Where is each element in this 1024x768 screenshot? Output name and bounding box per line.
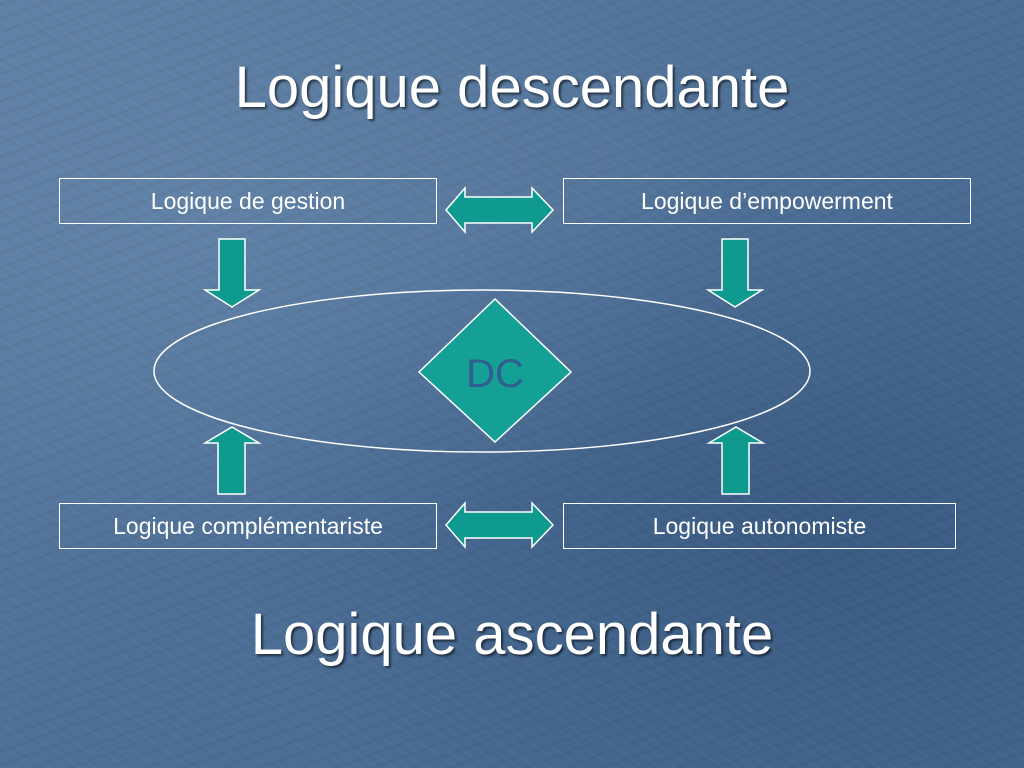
center-dc-label: DC (466, 352, 524, 396)
center-ellipse (153, 289, 811, 453)
down-arrow-right (705, 238, 765, 308)
center-diamond (417, 297, 573, 444)
down-arrow-left (202, 238, 262, 308)
box-logique-empowerment: Logique d’empowerment (563, 178, 971, 224)
top-double-arrow (445, 185, 555, 235)
slide-title-top: Logique descendante (234, 55, 790, 120)
up-arrow-right (706, 426, 766, 495)
box-logique-complementariste: Logique complémentariste (59, 503, 437, 549)
up-arrow-left (202, 426, 262, 495)
slide-title-bottom: Logique ascendante (250, 602, 774, 667)
bottom-double-arrow (445, 500, 555, 550)
box-logique-de-gestion: Logique de gestion (59, 178, 437, 224)
box-logique-autonomiste: Logique autonomiste (563, 503, 956, 549)
